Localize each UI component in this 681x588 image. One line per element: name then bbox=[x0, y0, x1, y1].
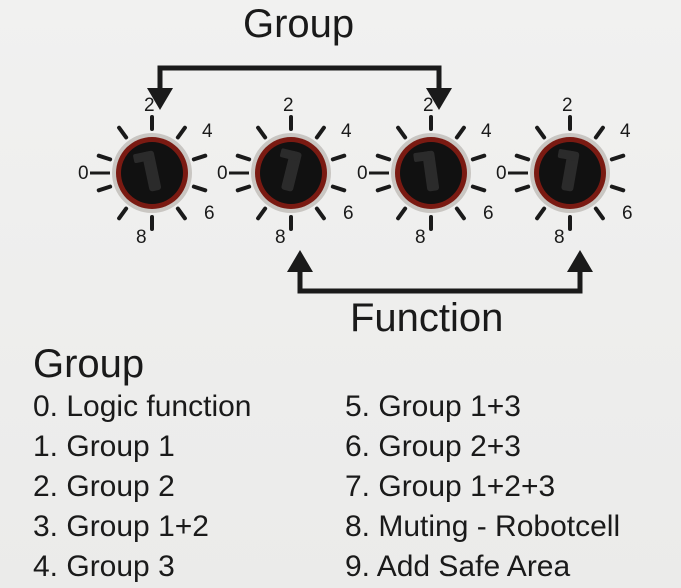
knob-slot-icon bbox=[557, 149, 580, 192]
function-title: Function bbox=[350, 296, 504, 340]
legend-column-right: 5. Group 1+3 6. Group 2+3 7. Group 1+2+3… bbox=[345, 387, 620, 587]
tick-mark bbox=[514, 184, 531, 193]
tick-mark bbox=[256, 206, 268, 221]
legend-item: 5. Group 1+3 bbox=[345, 390, 521, 423]
tick-mark bbox=[375, 184, 392, 193]
tick-mark bbox=[535, 206, 547, 221]
tick-mark bbox=[609, 153, 626, 162]
tick-mark bbox=[256, 125, 268, 140]
scale-digit-left: 0 bbox=[496, 163, 507, 184]
scale-digit-left: 0 bbox=[78, 163, 89, 184]
scale-digit-right: 4 bbox=[341, 121, 352, 142]
legend-item: 0. Logic function bbox=[33, 390, 252, 423]
tick-mark bbox=[314, 206, 326, 221]
rotary-switch-diagram: 2 4 6 8 0 2 4 6 8 0 2 4 6 8 0 2 4 6 8 0 bbox=[78, 65, 633, 294]
scale-digit-right: 4 bbox=[481, 121, 492, 142]
tick-mark bbox=[514, 153, 531, 162]
legend-item: 4. Group 3 bbox=[33, 550, 175, 583]
scale-digit-top: 2 bbox=[423, 95, 434, 116]
tick-mark bbox=[175, 125, 187, 140]
group-arrow-left-icon bbox=[147, 88, 173, 110]
scale-digit-top: 2 bbox=[144, 95, 155, 116]
legend-item: 9. Add Safe Area bbox=[345, 550, 571, 583]
scale-digit-bottom: 8 bbox=[136, 227, 147, 248]
scale-digit-top: 2 bbox=[562, 95, 573, 116]
legend-item: 7. Group 1+2+3 bbox=[345, 470, 556, 503]
scale-digit-lower-right: 6 bbox=[622, 203, 633, 224]
scale-digit-right: 4 bbox=[620, 121, 631, 142]
tick-mark bbox=[470, 184, 487, 193]
tick-mark bbox=[96, 184, 113, 193]
group-switch-1: 2 4 6 8 0 bbox=[78, 95, 215, 248]
tick-mark bbox=[96, 153, 113, 162]
legend-item: 6. Group 2+3 bbox=[345, 430, 521, 463]
tick-mark bbox=[117, 206, 129, 221]
tick-mark bbox=[470, 153, 487, 162]
tick-mark bbox=[593, 125, 605, 140]
tick-mark bbox=[609, 184, 626, 193]
tick-mark bbox=[375, 153, 392, 162]
legend-heading: Group bbox=[33, 342, 145, 386]
scale-digit-bottom: 8 bbox=[275, 227, 286, 248]
scale-digit-left: 0 bbox=[217, 163, 228, 184]
tick-mark bbox=[593, 206, 605, 221]
tick-mark bbox=[235, 153, 252, 162]
group-arrow-right-icon bbox=[426, 88, 452, 110]
scale-digit-lower-right: 6 bbox=[204, 203, 215, 224]
group-switch-2: 2 4 6 8 0 bbox=[217, 95, 354, 248]
function-switch-1: 2 4 6 8 0 bbox=[357, 95, 494, 248]
scale-digit-left: 0 bbox=[357, 163, 368, 184]
legend-item: 3. Group 1+2 bbox=[33, 510, 209, 543]
knob-slot-icon bbox=[413, 150, 440, 192]
knob-slot-icon bbox=[280, 148, 302, 192]
legend-item: 1. Group 1 bbox=[33, 430, 175, 463]
tick-mark bbox=[535, 125, 547, 140]
tick-mark bbox=[396, 206, 408, 221]
tick-mark bbox=[175, 206, 187, 221]
tick-mark bbox=[117, 125, 129, 140]
tick-mark bbox=[330, 184, 347, 193]
scale-digit-lower-right: 6 bbox=[343, 203, 354, 224]
knob-slot-icon bbox=[133, 150, 162, 192]
function-arrow-right-icon bbox=[567, 250, 593, 272]
tick-mark bbox=[454, 206, 466, 221]
tick-mark bbox=[330, 153, 347, 162]
tick-mark bbox=[454, 125, 466, 140]
scale-digit-top: 2 bbox=[283, 95, 294, 116]
scale-digit-right: 4 bbox=[202, 121, 213, 142]
scale-digit-bottom: 8 bbox=[554, 227, 565, 248]
legend-item: 8. Muting - Robotcell bbox=[345, 510, 621, 543]
tick-mark bbox=[396, 125, 408, 140]
scale-digit-bottom: 8 bbox=[415, 227, 426, 248]
group-title: Group bbox=[243, 2, 355, 46]
scale-digit-lower-right: 6 bbox=[483, 203, 494, 224]
function-bracket bbox=[287, 250, 593, 294]
legend-column-left: 0. Logic function 1. Group 1 2. Group 2 … bbox=[33, 387, 251, 587]
tick-mark bbox=[191, 184, 208, 193]
function-arrow-left-icon bbox=[287, 250, 313, 272]
group-bracket bbox=[147, 65, 452, 110]
tick-mark bbox=[191, 153, 208, 162]
legend-item: 2. Group 2 bbox=[33, 470, 175, 503]
tick-mark bbox=[235, 184, 252, 193]
tick-mark bbox=[314, 125, 326, 140]
function-switch-2: 2 4 6 8 0 bbox=[496, 95, 633, 248]
